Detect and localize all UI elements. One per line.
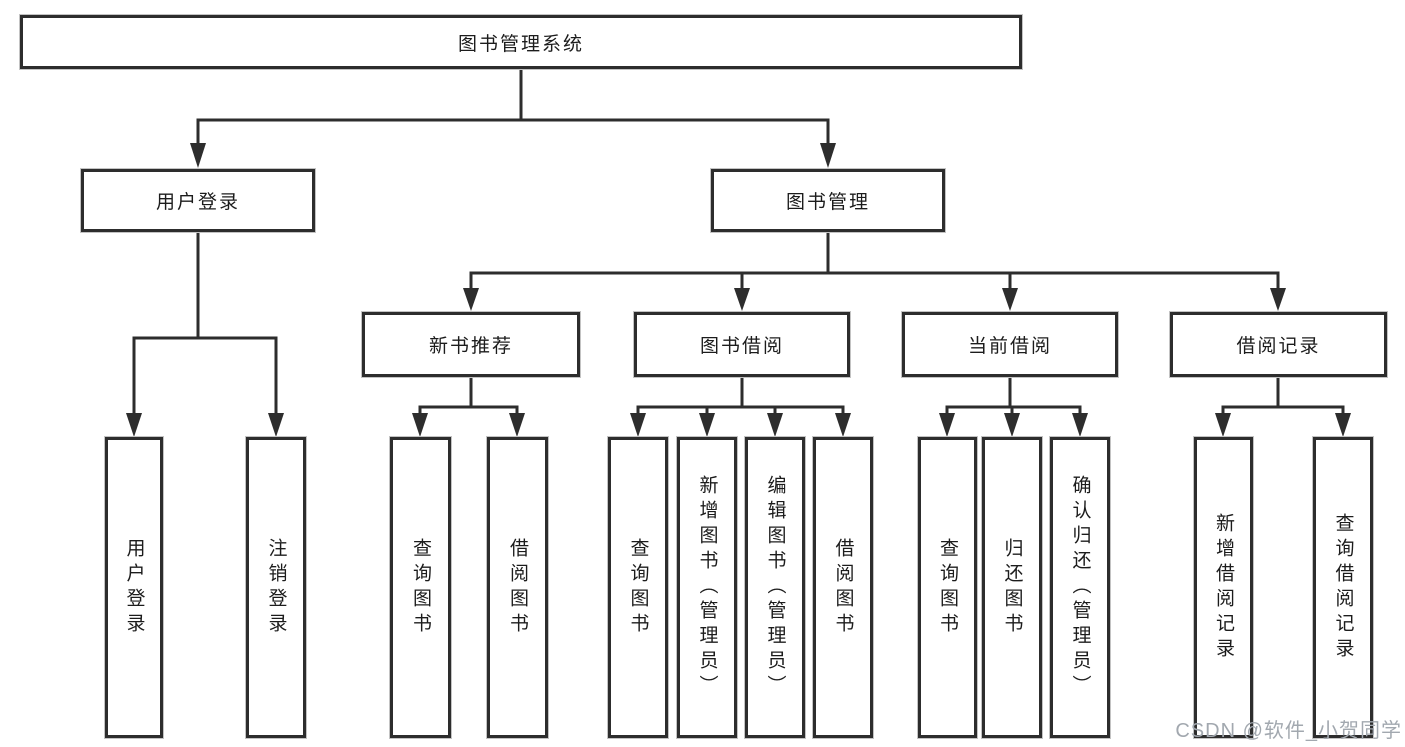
node-borrow-records: 借阅记录 — [1169, 311, 1388, 378]
csdn-watermark: CSDN @软件_小贺同学 — [1175, 720, 1402, 742]
node-return-books: 归还图书 — [981, 436, 1043, 739]
node-user-login: 用户登录 — [80, 168, 316, 233]
node-confirm-return-admin: 确认归还（管理员） — [1049, 436, 1111, 739]
node-query-borrow-record: 查询借阅记录 — [1312, 436, 1374, 739]
node-book-management: 图书管理 — [710, 168, 946, 233]
node-borrow-query-books: 查询图书 — [607, 436, 669, 739]
node-recommend-query-books: 查询图书 — [389, 436, 452, 739]
node-add-books-admin: 新增图书（管理员） — [676, 436, 738, 739]
node-user-login-action: 用户登录 — [104, 436, 164, 739]
node-current-borrow: 当前借阅 — [901, 311, 1119, 378]
node-library-system: 图书管理系统 — [19, 14, 1023, 70]
node-borrow-books: 借阅图书 — [812, 436, 874, 739]
node-current-query-books: 查询图书 — [917, 436, 978, 739]
node-book-borrow: 图书借阅 — [633, 311, 851, 378]
node-logout-action: 注销登录 — [245, 436, 307, 739]
node-edit-books-admin: 编辑图书（管理员） — [744, 436, 806, 739]
node-add-borrow-record: 新增借阅记录 — [1193, 436, 1254, 739]
node-recommend-borrow-books: 借阅图书 — [486, 436, 549, 739]
node-new-book-recommend: 新书推荐 — [361, 311, 581, 378]
